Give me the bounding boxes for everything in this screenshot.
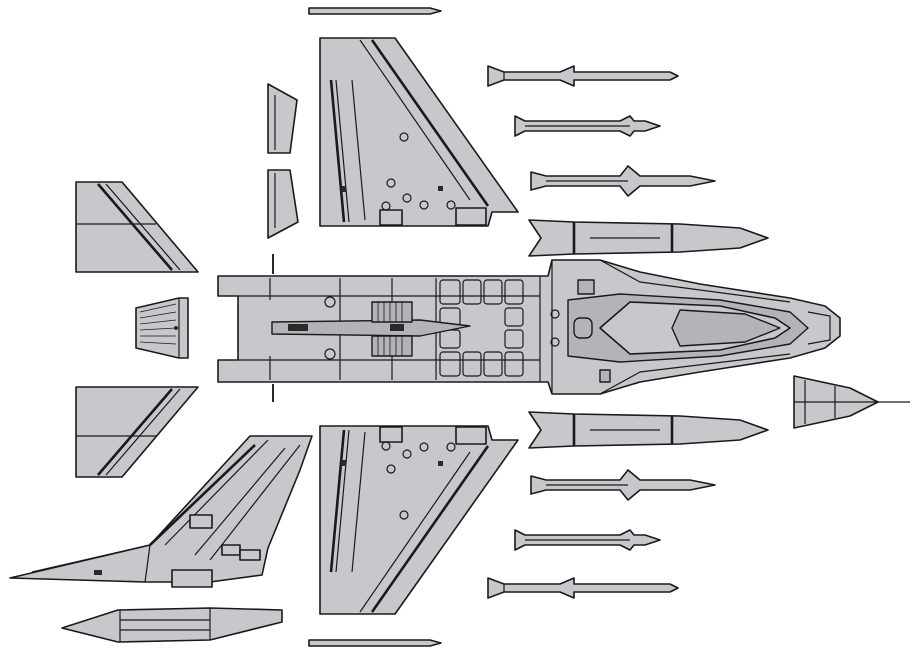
panel-grid [439,279,524,377]
wing-tank-lower-part [528,411,769,449]
upper-wing-part [319,37,519,227]
missile-6-part [487,577,679,599]
wing-tank-upper-part [528,219,769,257]
missile-1-part [487,65,679,87]
missile-5-part [514,529,661,551]
top-strip-part [308,7,442,15]
missile-3-part [530,165,716,197]
lower-wing-part [319,425,519,615]
missile-4-part [530,469,716,501]
centerline-tank-part [61,607,283,643]
exhaust-nozzle-part [135,297,189,359]
vertical-tail-part [9,435,313,588]
stabilizer-lower-part [75,386,199,478]
ventral-fin-part-2 [267,169,299,239]
nose-cone-part [793,375,910,429]
fuselage-part [217,254,841,402]
missile-2-part [514,115,661,137]
bottom-strip-part [308,639,442,647]
stabilizer-upper-part [75,181,199,273]
ventral-fin-part-1 [267,83,298,154]
